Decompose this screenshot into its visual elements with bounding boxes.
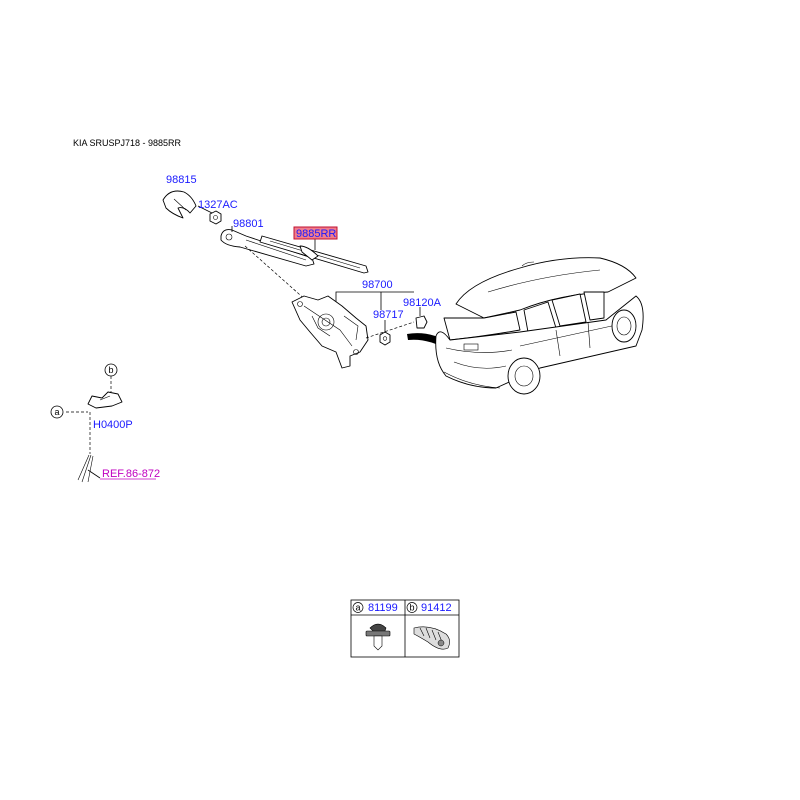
legend-b-letter: b — [409, 603, 414, 613]
part-label-9885rr[interactable]: 9885RR — [296, 228, 336, 240]
hose-91412-icon — [413, 626, 450, 650]
part-label-98801[interactable]: 98801 — [233, 218, 264, 230]
part-label-h0400p[interactable]: H0400P — [93, 419, 133, 431]
hose-group-drawing — [66, 376, 123, 483]
wiper-motor-98700-drawing — [291, 295, 369, 369]
highlight-box-9885rr — [293, 226, 338, 240]
part-label-98717[interactable]: 98717 — [373, 309, 404, 321]
callout-b-letter: b — [108, 365, 113, 375]
diagram-title: KIA SRUSPJ718 - 9885RR — [73, 138, 182, 148]
callout-a-letter: a — [54, 407, 59, 417]
assembly-line-motor-grommet — [365, 321, 415, 339]
vehicle-drawing — [435, 257, 644, 395]
callout-b: b — [104, 363, 118, 377]
reference-link[interactable]: REF.86-872 — [102, 468, 160, 480]
leader-98700 — [335, 291, 414, 310]
wiper-arm-98801-drawing — [220, 226, 315, 267]
legend-a-letter: a — [355, 603, 360, 613]
part-label-98700[interactable]: 98700 — [362, 279, 393, 291]
leader-1327ac — [197, 205, 213, 214]
wiper-blade-9885rr-drawing — [259, 235, 369, 274]
legend-b-part[interactable]: 91412 — [421, 602, 452, 614]
part-label-98120a[interactable]: 98120A — [403, 297, 442, 309]
grommet-98120a-drawing — [415, 315, 428, 329]
part-label-98815[interactable]: 98815 — [166, 174, 197, 186]
part-label-1327ac[interactable]: 1327AC — [198, 199, 238, 211]
legend-table: a 81199 b 91412 — [350, 599, 460, 658]
callout-a: a — [50, 405, 64, 419]
cap-98815-drawing — [162, 190, 197, 219]
leader-ref — [87, 469, 101, 479]
legend-a-part[interactable]: 81199 — [368, 602, 398, 614]
nut-1327ac-drawing — [209, 210, 222, 225]
clip-81199-icon — [365, 623, 391, 651]
nut-98717-drawing — [379, 331, 391, 346]
